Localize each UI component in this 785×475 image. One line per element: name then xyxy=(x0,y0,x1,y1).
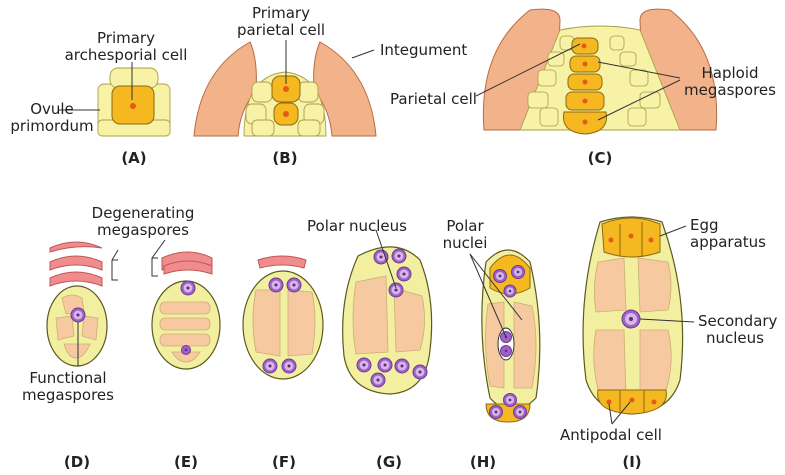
bracket-e xyxy=(151,257,158,277)
egg-apparatus-h xyxy=(489,254,531,295)
integument-right xyxy=(313,41,377,137)
panel-i-embryo-sac xyxy=(582,216,684,415)
panel-label-i: (I) xyxy=(622,453,641,471)
panel-label-g: (G) xyxy=(376,453,402,471)
leader-polar-nucleus xyxy=(375,229,397,289)
label-secondary-2: nucleus xyxy=(706,329,764,347)
panel-label-d: (D) xyxy=(64,453,90,471)
leader-parietal-cell xyxy=(475,43,581,97)
label-degenerating-2: megaspores xyxy=(97,221,189,239)
label-ovule-2: primordum xyxy=(10,117,93,135)
label-functional-2: megaspores xyxy=(22,386,114,404)
panel-g-embryo-sac xyxy=(342,246,433,395)
panel-d-functional-megaspore xyxy=(46,285,108,367)
panel-h-embryo-sac xyxy=(481,249,541,423)
label-polar-nucleus: Polar nucleus xyxy=(307,217,407,235)
label-ovule-1: Ovule xyxy=(30,100,74,118)
label-primary-parietal-1: Primary xyxy=(252,4,310,22)
panel-label-c: (C) xyxy=(588,149,613,167)
leader-antipodal-1 xyxy=(608,403,613,425)
panel-label-e: (E) xyxy=(174,453,198,471)
label-primary-parietal-2: parietal cell xyxy=(237,21,325,39)
panel-c-ovule xyxy=(482,8,718,135)
leader-haploid-1 xyxy=(597,61,681,79)
label-egg-2: apparatus xyxy=(690,233,766,251)
leader-polar-nuclei-2 xyxy=(469,253,523,321)
panel-label-f: (F) xyxy=(272,453,296,471)
panel-f-embryo-sac xyxy=(242,255,324,380)
panel-b-ovule xyxy=(193,41,377,137)
leader-egg-apparatus xyxy=(659,225,687,237)
panel-d-degenerating-megaspores xyxy=(49,241,103,287)
label-secondary-1: Secondary xyxy=(698,312,778,330)
label-functional-1: Functional xyxy=(29,369,106,387)
panel-label-h: (H) xyxy=(470,453,496,471)
panel-e-embryo-sac xyxy=(151,251,221,370)
label-haploid-1: Haploid xyxy=(701,64,758,82)
label-parietal-cell: Parietal cell xyxy=(390,90,477,108)
label-polar-nuclei-2: nuclei xyxy=(443,234,488,252)
leader-haploid-2 xyxy=(597,79,681,121)
label-primary-archesporial-1: Primary xyxy=(97,29,155,47)
leader-antipodal-2 xyxy=(611,401,631,425)
leader-polar-nuclei-1 xyxy=(469,253,507,338)
panel-label-b: (B) xyxy=(272,149,297,167)
leader-secondary-nucleus xyxy=(639,318,695,323)
bracket-d xyxy=(111,259,118,281)
label-haploid-2: megaspores xyxy=(684,81,776,99)
panel-label-a: (A) xyxy=(121,149,146,167)
leader-integument xyxy=(351,49,375,59)
label-primary-archesporial-2: archesporial cell xyxy=(65,46,188,64)
label-polar-nuclei-1: Polar xyxy=(446,217,484,235)
label-egg-1: Egg xyxy=(690,216,719,234)
label-antipodal: Antipodal cell xyxy=(560,426,662,444)
label-integument: Integument xyxy=(380,41,467,59)
integument-left xyxy=(193,41,257,137)
label-degenerating-1: Degenerating xyxy=(92,204,195,222)
panel-a-ovule-primordium xyxy=(97,67,171,137)
